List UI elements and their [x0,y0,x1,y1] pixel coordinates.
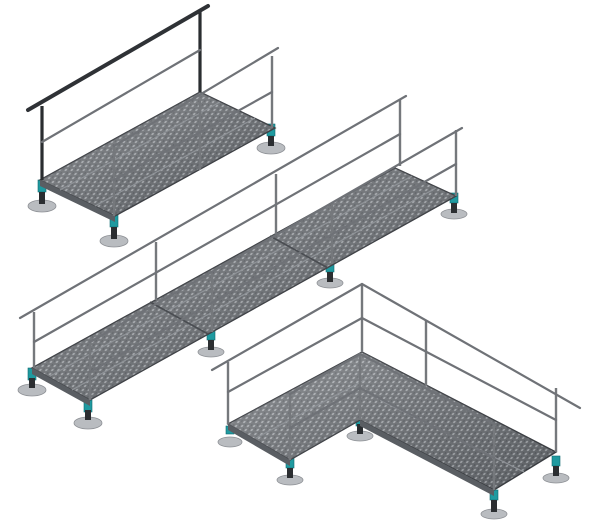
short-platform [26,4,286,248]
l-shaped-platform [210,282,582,520]
long-ramp [17,94,468,430]
